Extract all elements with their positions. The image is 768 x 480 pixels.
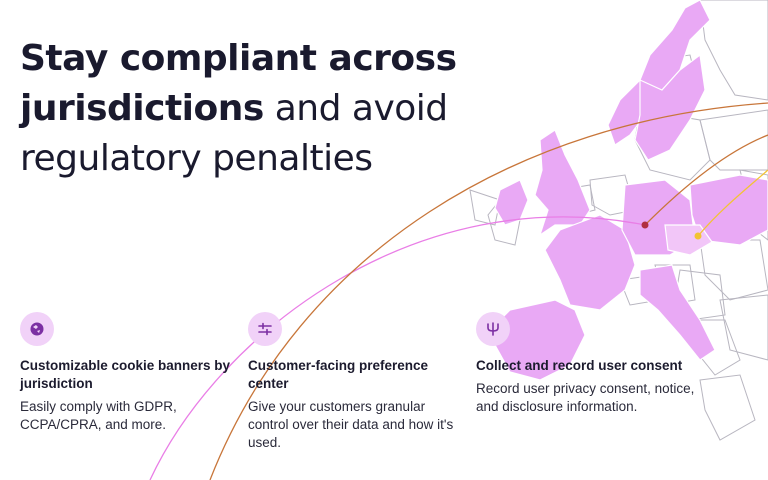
feature-cookie-banners: Customizable cookie banners by jurisdict… bbox=[20, 312, 240, 434]
arc-pink-left bbox=[149, 216, 646, 480]
arc-orange-top bbox=[209, 102, 768, 480]
feature-user-consent: Collect and record user consent Record u… bbox=[476, 312, 696, 416]
france-shape bbox=[544, 214, 636, 311]
sliders-icon bbox=[248, 312, 282, 346]
feature-title: Customizable cookie banners by jurisdict… bbox=[20, 358, 231, 391]
poland-shape bbox=[689, 174, 768, 246]
great-britain-shape bbox=[534, 129, 591, 237]
sweden-shape bbox=[634, 53, 706, 161]
page-headline: Stay compliant across jurisdictions and … bbox=[20, 34, 490, 184]
arc-orange-right bbox=[644, 134, 768, 226]
feature-description: Record user privacy consent, notice, and… bbox=[476, 381, 695, 414]
trident-icon bbox=[476, 312, 510, 346]
italy-shape bbox=[639, 264, 716, 361]
feature-title: Customer-facing preference center bbox=[248, 358, 429, 391]
feature-description: Easily comply with GDPR, CCPA/CPRA, and … bbox=[20, 399, 177, 432]
headline-bold: Stay compliant across jurisdictions bbox=[20, 38, 457, 129]
norway-shape bbox=[607, 0, 711, 146]
headline-regular: and avoid regulatory penalties bbox=[20, 88, 448, 179]
feature-title: Collect and record user consent bbox=[476, 358, 683, 373]
feature-description: Give your customers granular control ove… bbox=[248, 399, 454, 450]
globe-icon bbox=[20, 312, 54, 346]
czechia-marker bbox=[694, 232, 702, 240]
feature-preference-center: Customer-facing preference center Give y… bbox=[248, 312, 468, 452]
connection-arcs bbox=[149, 102, 768, 480]
map-highlighted-countries bbox=[494, 0, 768, 381]
arc-yellow bbox=[697, 169, 768, 237]
ireland-shape bbox=[494, 179, 529, 226]
germany-marker bbox=[641, 221, 649, 229]
